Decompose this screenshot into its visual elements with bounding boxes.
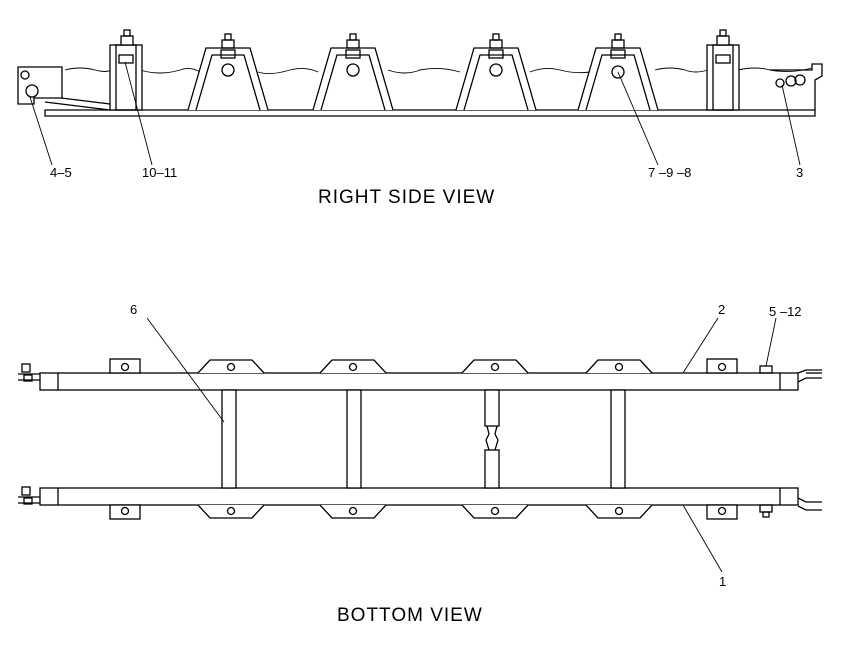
callout-1: 1 bbox=[719, 574, 726, 589]
hanger-3 bbox=[455, 33, 537, 111]
hanger-4 bbox=[577, 33, 659, 111]
bottom-view-title: BOTTOM VIEW bbox=[337, 605, 483, 626]
cross-member-2 bbox=[346, 389, 362, 489]
cross-member-3 bbox=[484, 389, 500, 489]
callout-5-12: 5 –12 bbox=[769, 304, 802, 319]
callout-7-9-8: 7 –9 –8 bbox=[648, 165, 691, 180]
end-fittings bbox=[18, 363, 822, 518]
rail-bottom bbox=[39, 487, 799, 506]
cross-member-4 bbox=[610, 389, 626, 489]
side-view-title: RIGHT SIDE VIEW bbox=[318, 187, 495, 208]
upright-front bbox=[109, 29, 143, 111]
hanger-2 bbox=[312, 33, 394, 111]
callout-10-11: 10–11 bbox=[142, 165, 177, 180]
cross-member-1 bbox=[221, 389, 237, 489]
mounts-bottom bbox=[109, 504, 738, 520]
right-side-view: 4–5 10–11 7 –9 –8 3 RIGHT SIDE VIEW bbox=[17, 29, 823, 208]
upright-rear bbox=[706, 29, 740, 111]
callout-2: 2 bbox=[718, 302, 725, 317]
bottom-view: 6 2 5 –12 1 BOTTOM VIEW bbox=[18, 302, 822, 626]
callout-6: 6 bbox=[130, 302, 137, 317]
mounts-top bbox=[109, 358, 738, 374]
rail-top bbox=[39, 372, 799, 391]
callout-3: 3 bbox=[796, 165, 803, 180]
hanger-1 bbox=[187, 33, 269, 111]
callout-4-5: 4–5 bbox=[50, 165, 72, 180]
